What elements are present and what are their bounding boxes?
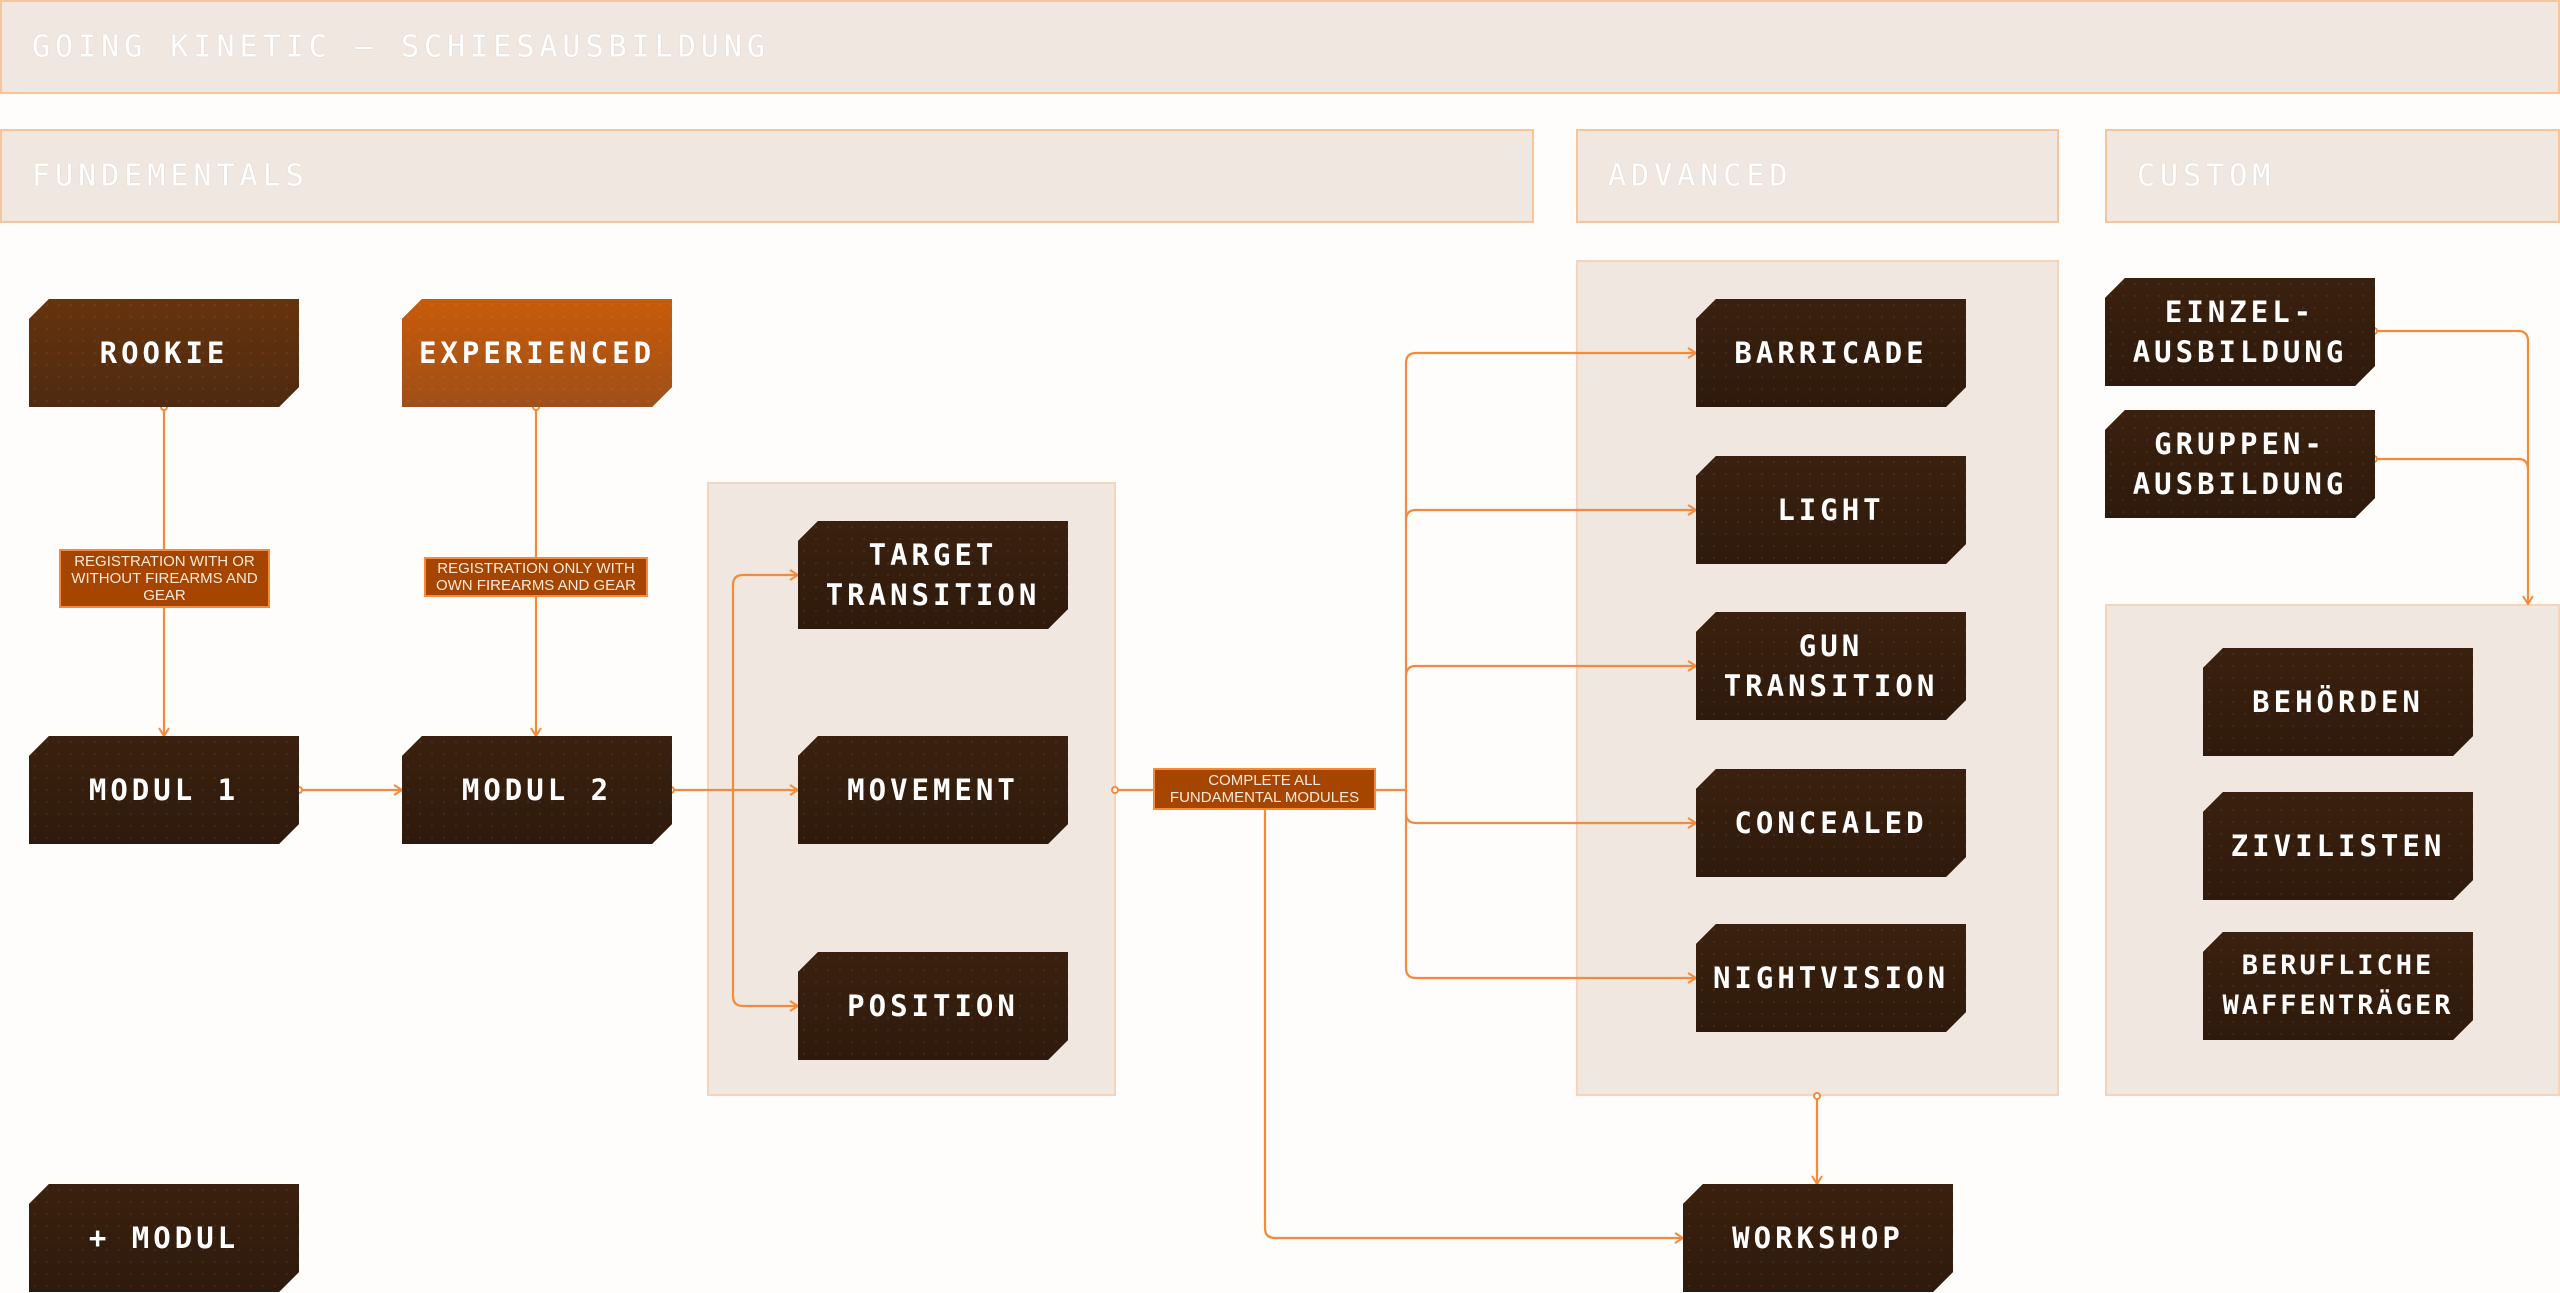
- rookie-registration-note: REGISTRATION WITH OR WITHOUT FIREARMS AN…: [59, 549, 270, 608]
- barricade-node[interactable]: BARRICADE: [1696, 299, 1966, 407]
- berufliche-waffentraeger-node[interactable]: BERUFLICHE WAFFENTRÄGER: [2203, 932, 2473, 1040]
- experienced-registration-note: REGISTRATION ONLY WITH OWN FIREARMS AND …: [424, 557, 648, 597]
- gate-to-workshop: [1263, 809, 1685, 1244]
- page-title: GOING KINETIC — SCHIESAUSBILDUNG: [32, 29, 770, 65]
- page-title-bar: GOING KINETIC — SCHIESAUSBILDUNG: [0, 0, 2560, 94]
- concealed-node[interactable]: CONCEALED: [1696, 769, 1966, 877]
- modul1-node[interactable]: MODUL 1: [29, 736, 299, 844]
- add-modul-button[interactable]: + MODUL: [29, 1184, 299, 1292]
- gun-transition-node[interactable]: GUN TRANSITION: [1696, 612, 1966, 720]
- complete-fundamentals-gate: COMPLETE ALL FUNDAMENTAL MODULES: [1153, 768, 1376, 810]
- section-header-custom: CUSTOM: [2105, 129, 2560, 223]
- zivilisten-node[interactable]: ZIVILISTEN: [2203, 792, 2473, 900]
- light-node[interactable]: LIGHT: [1696, 456, 1966, 564]
- gruppenausbildung-node[interactable]: GRUPPEN-AUSBILDUNG: [2105, 410, 2375, 518]
- einzelausbildung-node[interactable]: EINZEL-AUSBILDUNG: [2105, 278, 2375, 386]
- target-transition-node[interactable]: TARGET TRANSITION: [798, 521, 1068, 629]
- position-node[interactable]: POSITION: [798, 952, 1068, 1060]
- section-header-fundamentals: FUNDEMENTALS: [0, 129, 1534, 223]
- rookie-node[interactable]: ROOKIE: [29, 299, 299, 407]
- movement-node[interactable]: MOVEMENT: [798, 736, 1068, 844]
- nightvision-node[interactable]: NIGHTVISION: [1696, 924, 1966, 1032]
- experienced-node[interactable]: EXPERIENCED: [402, 299, 672, 407]
- modul2-node[interactable]: MODUL 2: [402, 736, 672, 844]
- section-title: CUSTOM: [2137, 158, 2276, 194]
- section-title: FUNDEMENTALS: [32, 158, 309, 194]
- section-header-advanced: ADVANCED: [1576, 129, 2059, 223]
- section-title: ADVANCED: [1608, 158, 1793, 194]
- workshop-node[interactable]: WORKSHOP: [1683, 1184, 1953, 1292]
- behoerden-node[interactable]: BEHÖRDEN: [2203, 648, 2473, 756]
